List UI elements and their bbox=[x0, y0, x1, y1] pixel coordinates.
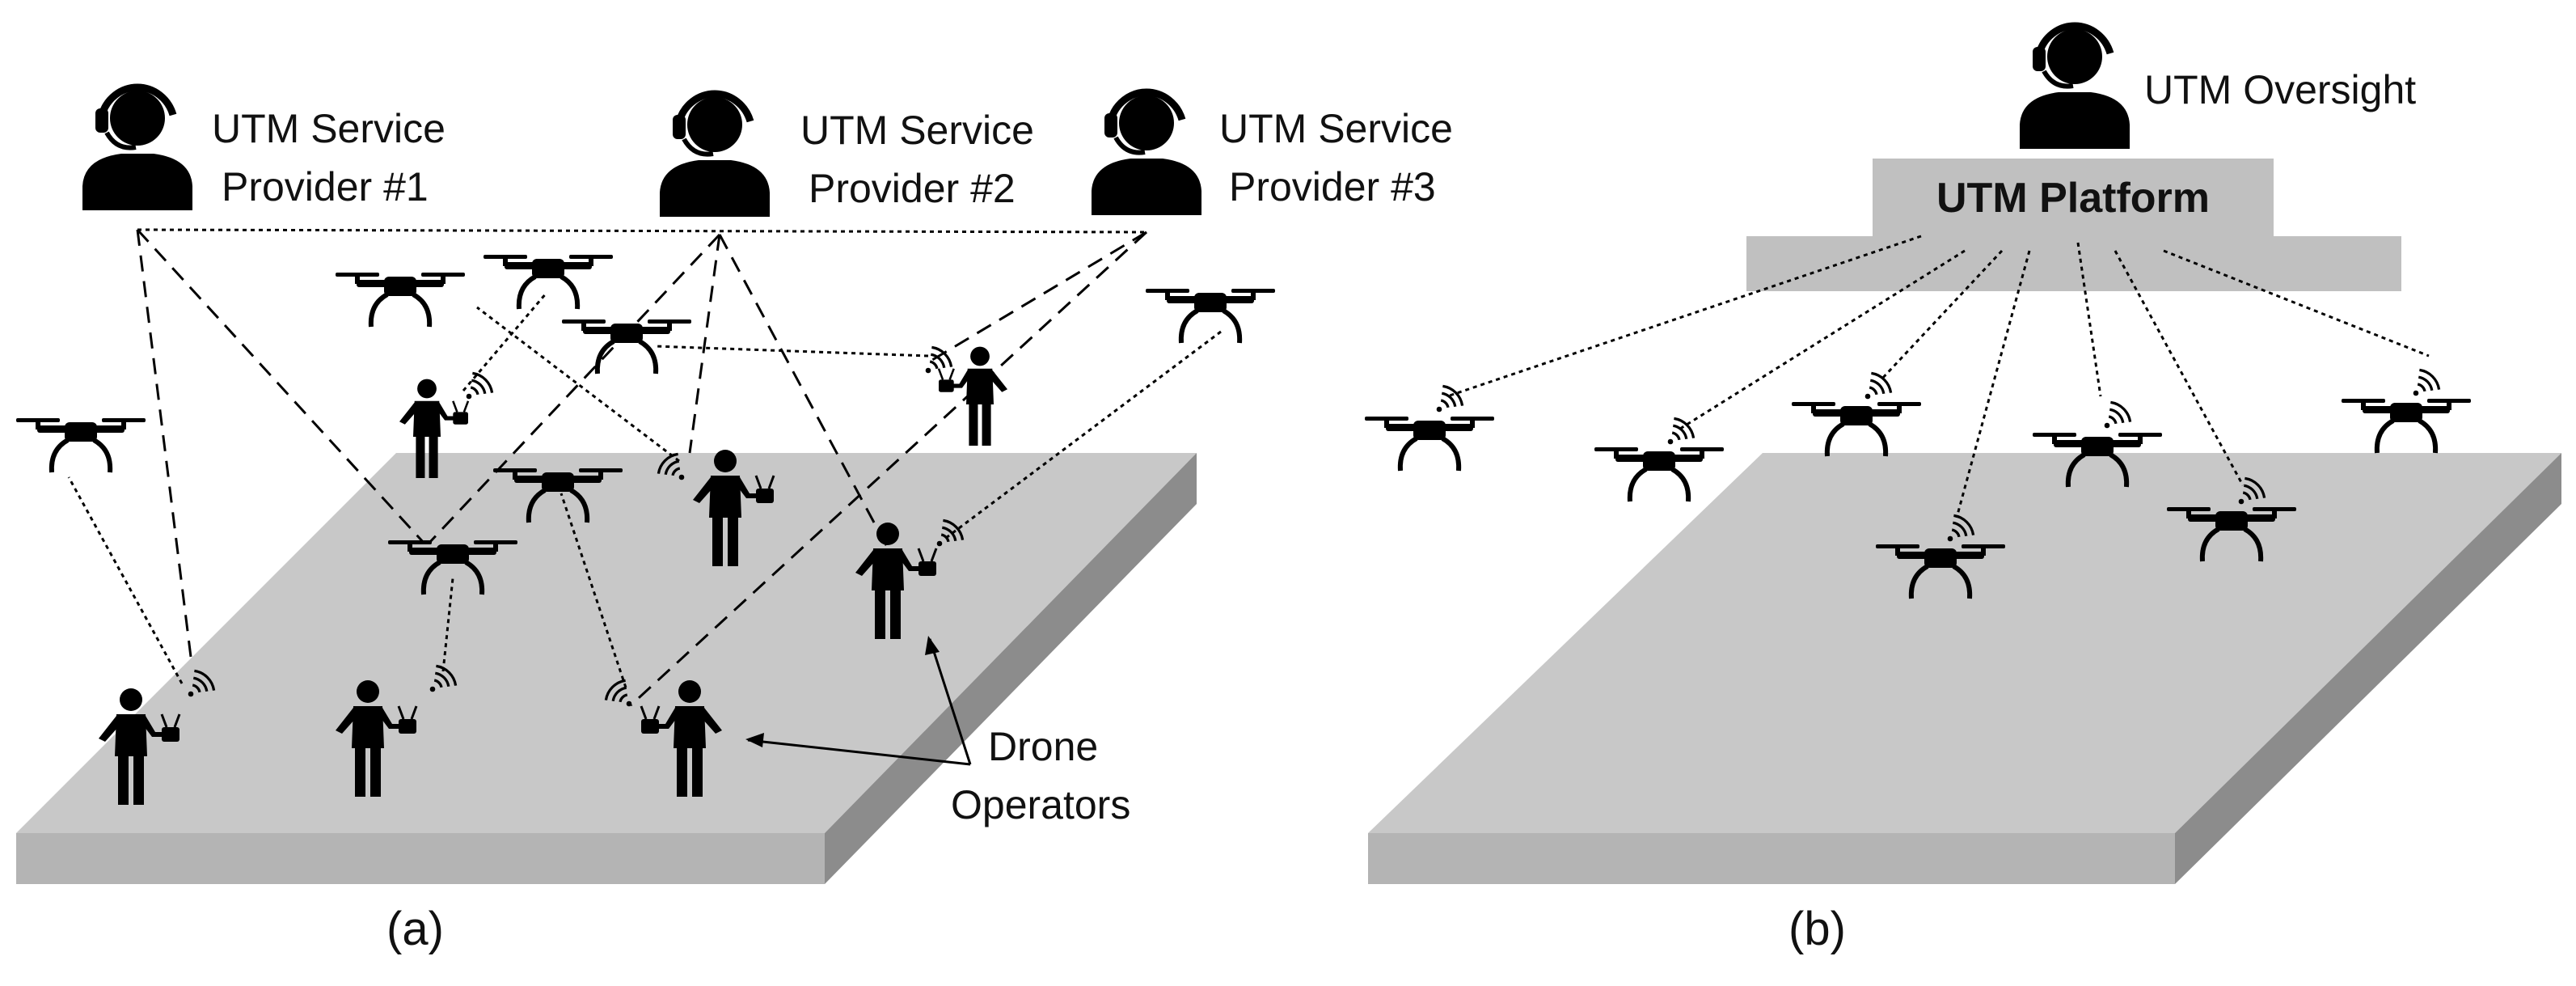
link-platform-drone-7 bbox=[2163, 249, 2430, 358]
wifi-signal-icon bbox=[465, 371, 494, 400]
drone-icon bbox=[2342, 399, 2471, 453]
link-p1-drone-center bbox=[136, 228, 426, 545]
caption-a: (a) bbox=[386, 903, 444, 955]
caption-b: (b) bbox=[1788, 903, 1846, 955]
links-a bbox=[67, 228, 1222, 766]
wifi-signal-icon bbox=[2103, 400, 2132, 430]
link-platform-drone-4 bbox=[1955, 250, 2031, 518]
drone-icon bbox=[1594, 447, 1724, 501]
link-op3-drone bbox=[654, 345, 929, 358]
link-platform-drone-1 bbox=[1446, 235, 1922, 398]
drone-icon bbox=[562, 319, 691, 374]
link-op1-drone bbox=[67, 476, 184, 684]
annotation-arrow-1 bbox=[747, 738, 971, 766]
link-op-drone-mid bbox=[476, 306, 680, 463]
provider-1-line2: Provider #1 bbox=[222, 164, 429, 209]
link-p2-drone-center bbox=[427, 233, 721, 545]
headset-operator-icon bbox=[660, 94, 770, 217]
slab-front-a bbox=[16, 833, 825, 884]
link-p3-op2 bbox=[927, 231, 1147, 364]
wifi-signal-icon bbox=[1864, 371, 1893, 400]
drone-operators-label-line2: Operators bbox=[951, 782, 1130, 827]
service-provider-2: UTM Service Provider #2 bbox=[660, 94, 1034, 217]
service-provider-1: UTM Service Provider #1 bbox=[82, 87, 446, 210]
slab-top-b bbox=[1368, 453, 2561, 833]
provider-3-line1: UTM Service bbox=[1219, 106, 1453, 151]
link-op4-drone bbox=[945, 330, 1222, 540]
ground-slab-b bbox=[1368, 453, 2561, 884]
service-provider-3: UTM Service Provider #3 bbox=[1092, 92, 1453, 215]
slab-side-b bbox=[2175, 453, 2561, 884]
platform-top bbox=[1873, 159, 2274, 236]
provider-1-line1: UTM Service bbox=[212, 106, 446, 151]
link-p2-op3 bbox=[688, 234, 721, 454]
utm-platform-label: UTM Platform bbox=[1936, 175, 2210, 222]
drone-icon bbox=[16, 418, 146, 472]
link-provider1-provider3 bbox=[137, 228, 1147, 234]
links-b bbox=[1446, 235, 2430, 518]
headset-operator-icon bbox=[2020, 26, 2130, 149]
drone-icon bbox=[1365, 417, 1494, 471]
provider-2-line1: UTM Service bbox=[800, 108, 1034, 153]
wifi-signal-icon bbox=[2412, 368, 2441, 397]
slab-front-b bbox=[1368, 833, 2175, 884]
link-p3-op5 bbox=[629, 231, 1148, 707]
ground-slab-a bbox=[16, 453, 1197, 884]
headset-operator-icon bbox=[82, 87, 192, 210]
provider-3-line2: Provider #3 bbox=[1229, 164, 1436, 209]
drone-icon bbox=[336, 273, 465, 327]
utm-oversight-label: UTM Oversight bbox=[2144, 67, 2416, 112]
link-platform-drone-5 bbox=[2076, 242, 2102, 397]
utm-platform: UTM Platform bbox=[1746, 159, 2401, 291]
platform-base bbox=[1746, 236, 2401, 291]
link-op2-drone bbox=[462, 292, 548, 391]
panel-b: UTM Platform UTM Oversight bbox=[1365, 26, 2561, 955]
panel-a: UTM Service Provider #1 UTM Service Prov… bbox=[16, 87, 1453, 955]
provider-2-line2: Provider #2 bbox=[809, 166, 1016, 211]
utm-oversight: UTM Oversight bbox=[2020, 26, 2416, 149]
annotation-arrow-2 bbox=[928, 638, 972, 765]
drone-icon bbox=[1146, 289, 1275, 343]
wifi-signal-icon bbox=[1435, 384, 1464, 413]
headset-operator-icon bbox=[1092, 92, 1201, 215]
link-p2-op4 bbox=[718, 234, 899, 567]
link-platform-drone-3 bbox=[1879, 249, 2004, 382]
drone-icon bbox=[1792, 402, 1921, 456]
link-op5-drone bbox=[560, 493, 627, 688]
drone-icon bbox=[484, 255, 613, 309]
drone-operators-label-line1: Drone bbox=[988, 724, 1098, 769]
slab-top-a bbox=[16, 453, 1197, 833]
link-p1-op1 bbox=[136, 229, 193, 664]
slab-side-a bbox=[825, 453, 1197, 884]
